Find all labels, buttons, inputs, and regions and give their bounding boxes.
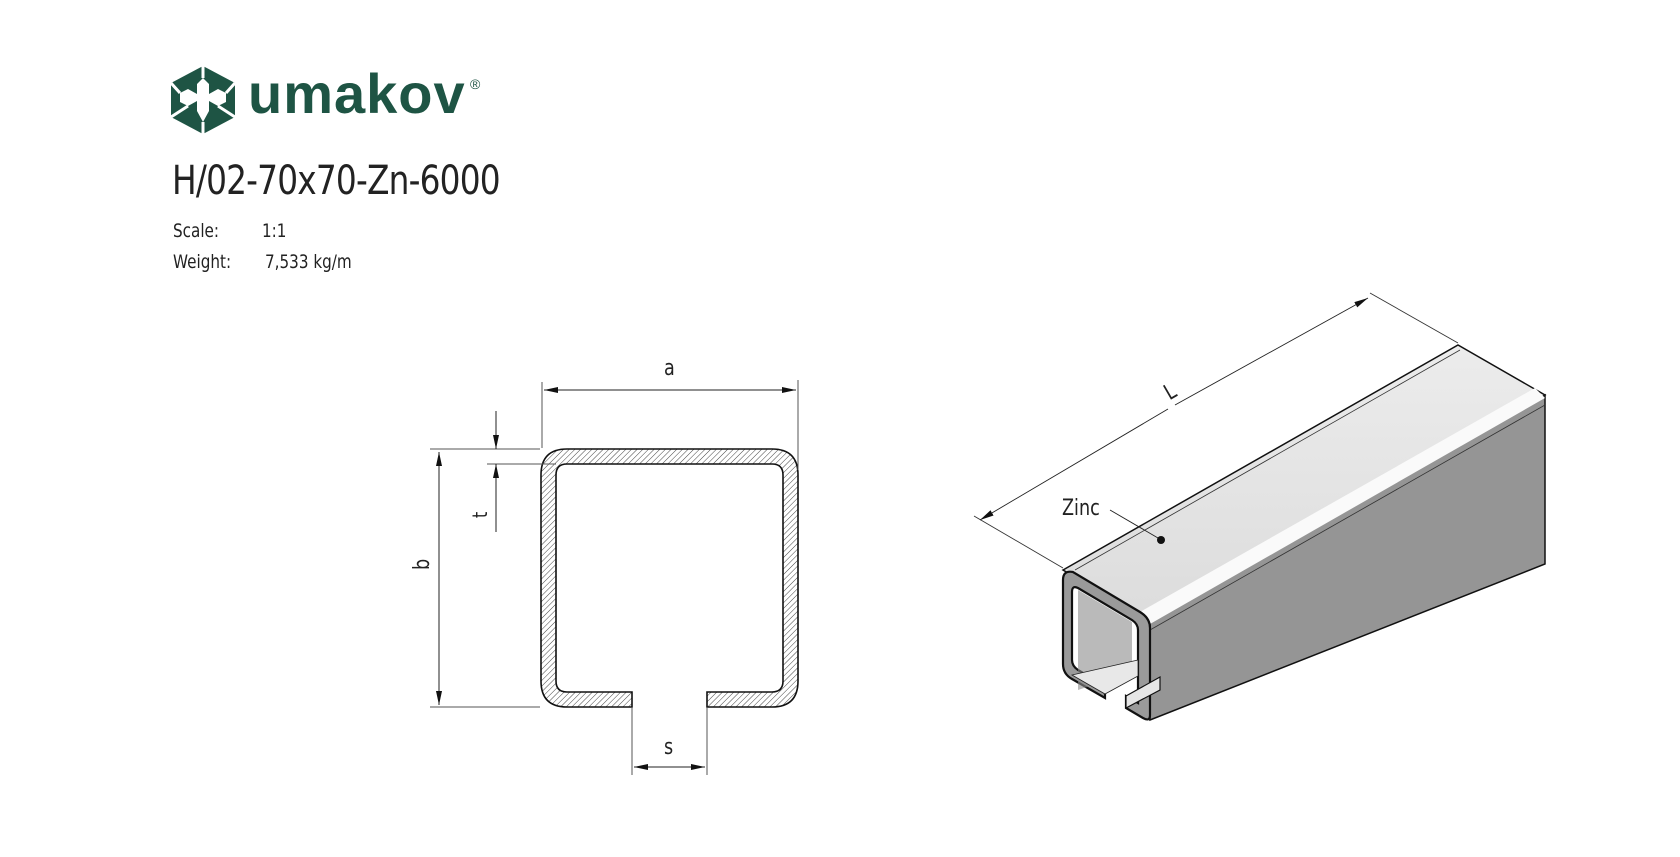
zinc-callout-dot <box>1157 536 1165 544</box>
registered-mark: ® <box>470 76 481 92</box>
scale-label: Scale: <box>173 220 220 242</box>
logo <box>168 64 238 136</box>
profile-section <box>540 448 799 708</box>
scale-value: 1:1 <box>262 220 287 242</box>
weight-label: Weight: <box>173 251 232 273</box>
dim-label-s: s <box>664 735 674 760</box>
part-number-title: H/02-70x70-Zn-6000 <box>172 158 501 204</box>
weight-value: 7,533 kg/m <box>265 251 352 273</box>
zinc-callout-label: Zinc <box>1062 496 1100 521</box>
brand-name: umakov <box>248 62 466 125</box>
umakov-logo-icon <box>169 66 237 134</box>
dim-label-a: a <box>664 356 675 381</box>
